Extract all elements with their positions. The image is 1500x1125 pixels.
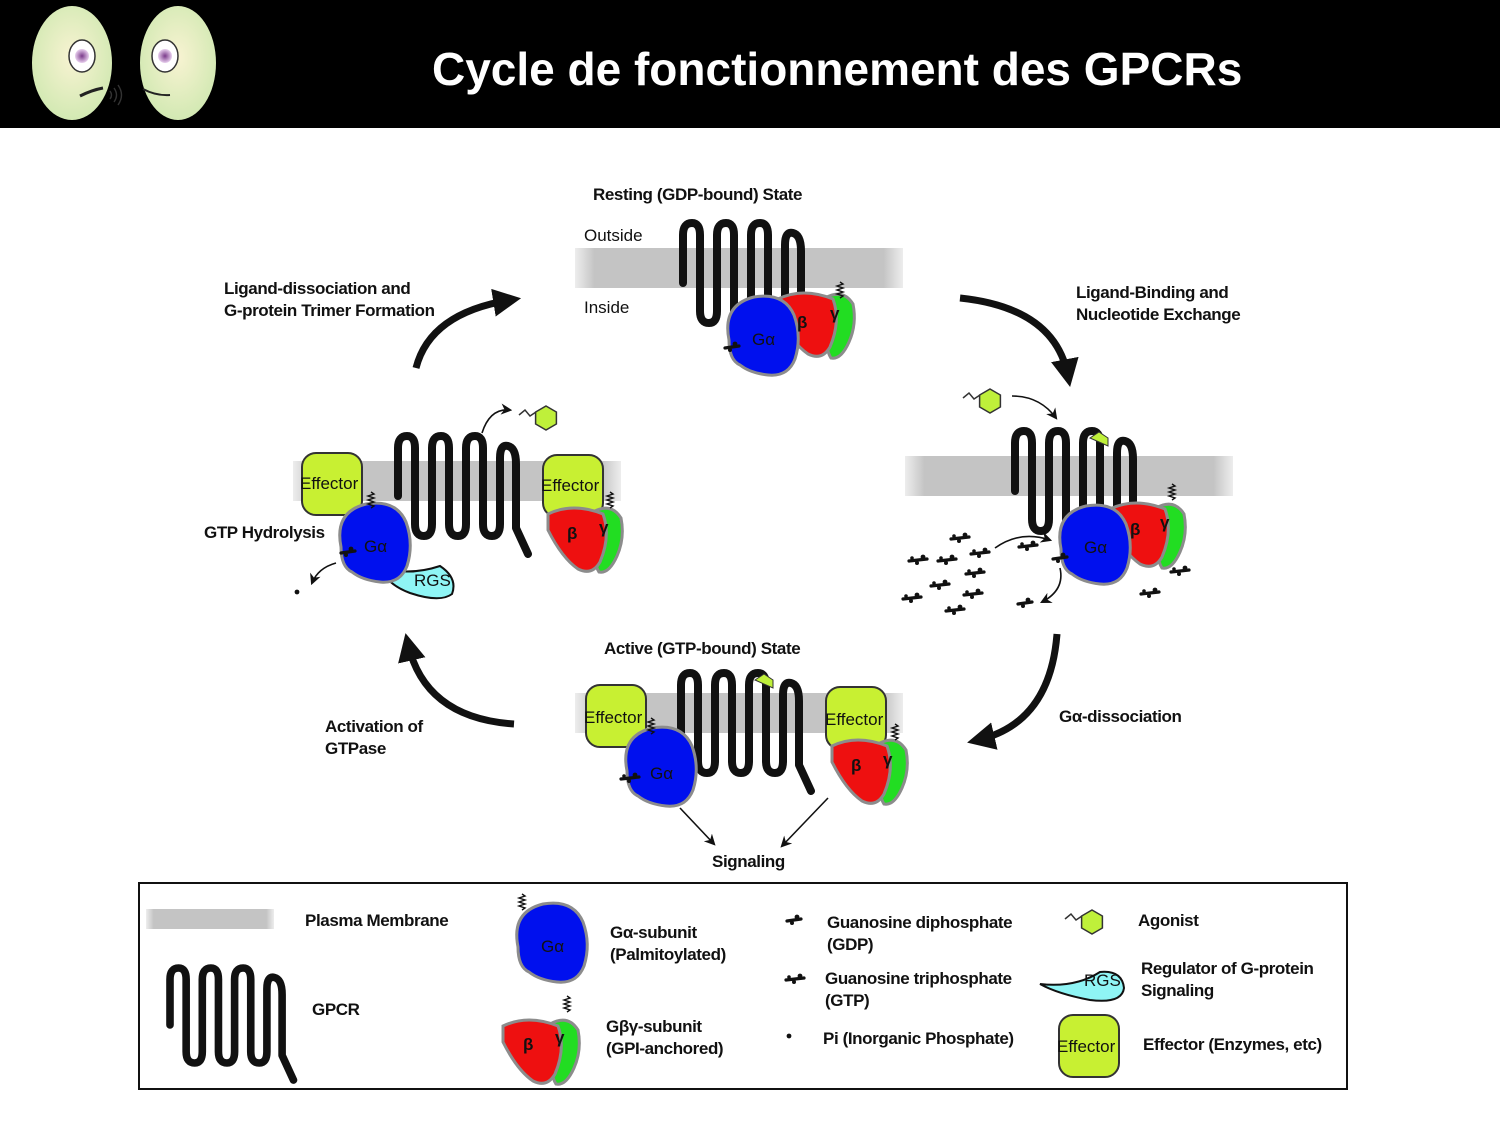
legend-rgs-inner: RGS <box>1084 971 1121 990</box>
rgs-label: RGS <box>414 571 451 590</box>
step-label: Gα-dissociation <box>1059 707 1182 726</box>
legend-gpcr-icon <box>170 968 294 1080</box>
legend-gbg-1: Gβγ-subunit <box>606 1017 702 1036</box>
g-alpha-label: Gα <box>1084 538 1107 557</box>
step-label: G-protein Trimer Formation <box>224 301 435 320</box>
gamma-label: γ <box>599 518 609 537</box>
legend-rgs-2: Signaling <box>1141 981 1214 1000</box>
legend-gbg-2: (GPI-anchored) <box>606 1039 723 1058</box>
step-label: GTPase <box>325 739 386 758</box>
cycle-arrow-top-left <box>412 288 522 369</box>
g-alpha-label: Gα <box>364 537 387 556</box>
inside-label: Inside <box>584 298 629 317</box>
gtp-hydrolysis-state: Effector Effector Gα RGS β γ GTP Hydroly… <box>204 403 624 600</box>
legend-g-alpha-inner: Gα <box>541 937 564 956</box>
beta-label: β <box>797 313 807 332</box>
step-label: Nucleotide Exchange <box>1076 305 1240 324</box>
agonist-molecule <box>518 405 558 431</box>
legend-plasma-membrane: Plasma Membrane <box>305 911 448 930</box>
legend-g-alpha-1: Gα-subunit <box>610 923 697 942</box>
legend-frame <box>138 882 1348 1090</box>
title-bar: Cycle de fonctionnement des GPCRs <box>0 0 1500 128</box>
beta-label: β <box>1130 520 1140 539</box>
page-title: Cycle de fonctionnement des GPCRs <box>432 43 1243 95</box>
gamma-label: γ <box>1160 513 1170 532</box>
g-alpha-label: Gα <box>752 330 775 349</box>
legend-rgs-1: Regulator of G-protein <box>1141 959 1314 978</box>
step-label: Ligand-dissociation and <box>224 279 410 298</box>
legend-beta-inner: β <box>523 1035 533 1054</box>
beta-label: β <box>851 756 861 775</box>
effector-label: Effector <box>584 708 643 727</box>
legend-gtp-icon <box>784 971 806 986</box>
legend-gtp-2: (GTP) <box>825 991 869 1010</box>
legend: Plasma Membrane GPCR Gα Gα-subunit (Palm… <box>138 882 1348 1090</box>
legend-membrane-icon <box>146 909 274 929</box>
legend-gtp-1: Guanosine triphosphate <box>825 969 1012 988</box>
effector-label: Effector <box>300 474 359 493</box>
legend-agonist: Agonist <box>1138 911 1199 930</box>
legend-agonist-icon <box>1064 909 1104 935</box>
active-state: Active (GTP-bound) State Effector Effect… <box>575 639 909 871</box>
resting-state: Resting (GDP-bound) State Outside Inside… <box>575 185 903 377</box>
membrane <box>575 248 903 288</box>
legend-gpi-icon <box>563 995 571 1013</box>
legend-gamma-inner: γ <box>555 1028 565 1047</box>
inorganic-phosphate <box>294 589 300 595</box>
legend-gpcr: GPCR <box>312 1000 360 1019</box>
left-face-icon <box>32 6 123 120</box>
legend-pi: Pi (Inorganic Phosphate) <box>823 1029 1014 1048</box>
cycle-arrow-bottom-left <box>398 633 515 728</box>
gamma-label: γ <box>830 304 840 323</box>
gpcr-cycle-diagram: Resting (GDP-bound) State Outside Inside… <box>138 185 1348 1090</box>
legend-gdp-icon <box>785 912 803 927</box>
agonist-molecule <box>962 388 1002 414</box>
cycle-arrow-top-right <box>959 294 1079 387</box>
legend-g-alpha-2: (Palmitoylated) <box>610 945 726 964</box>
effector-label: Effector <box>825 710 884 729</box>
cycle-arrows <box>398 288 1079 750</box>
legend-effector-inner: Effector <box>1057 1037 1116 1056</box>
gdp-released <box>1016 595 1034 610</box>
beta-label: β <box>567 524 577 543</box>
legend-effector: Effector (Enzymes, etc) <box>1143 1035 1322 1054</box>
resting-state-label: Resting (GDP-bound) State <box>593 185 802 204</box>
legend-palmitoyl-icon <box>518 893 526 911</box>
cycle-arrow-bottom-right <box>967 633 1061 750</box>
step-label: Ligand-Binding and <box>1076 283 1228 302</box>
signaling-label: Signaling <box>712 852 785 871</box>
effector-label: Effector <box>541 476 600 495</box>
g-alpha-label: Gα <box>650 764 673 783</box>
legend-rgs-icon <box>1039 970 1126 1002</box>
outside-label: Outside <box>584 226 643 245</box>
ligand-binding-state: Gα β γ <box>901 388 1233 617</box>
legend-gdp-2: (GDP) <box>827 935 873 954</box>
speaking-faces-logo <box>32 6 216 120</box>
gtp-hydrolysis-label: GTP Hydrolysis <box>204 523 325 542</box>
legend-gdp-1: Guanosine diphosphate <box>827 913 1012 932</box>
active-state-label: Active (GTP-bound) State <box>604 639 800 658</box>
gamma-label: γ <box>883 750 893 769</box>
step-label: Activation of <box>325 717 423 736</box>
legend-pi-icon <box>786 1033 792 1039</box>
right-face-icon <box>140 6 216 120</box>
